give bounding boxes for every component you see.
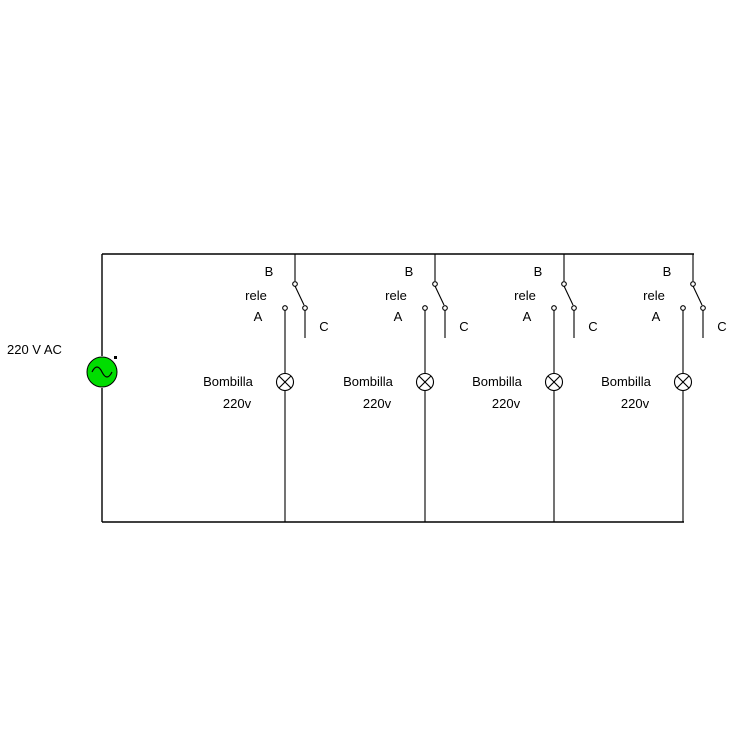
lamp-label: Bombilla [343,374,394,389]
relay-contact-c [571,305,577,311]
relay-contact-c [302,305,308,311]
relay-a-label: A [523,309,532,324]
lamp-icon [275,372,295,392]
relay-contact-a [680,305,686,311]
relay-a-label: A [652,309,661,324]
lamp-icon [544,372,564,392]
source-label: 220 V AC [7,342,62,357]
lamp-icon [673,372,693,392]
lamp-cross-stroke [547,375,561,389]
lamp-cross-stroke [676,375,690,389]
relay-contact-b [432,281,438,287]
lamp-label: Bombilla [203,374,254,389]
lamp-cross-stroke [278,375,292,389]
relay-b-label: B [663,264,672,279]
relay-contact-b [690,281,696,287]
branch-3: B rele A C Bombilla 220v [472,254,598,522]
lamp-voltage-label: 220v [363,396,392,411]
relay-b-label: B [534,264,543,279]
branch-4: B rele A C Bombilla 220v [601,254,727,522]
polarity-marker [114,356,117,359]
branch-2: B rele A C Bombilla 220v [343,254,469,522]
relay-contact-a [551,305,557,311]
lamp-label: Bombilla [472,374,523,389]
relay-c-label: C [459,319,468,334]
relay-contact-a [282,305,288,311]
relay-switch-blade-icon [434,285,445,306]
relay-a-label: A [394,309,403,324]
relay-c-label: C [588,319,597,334]
relay-label: rele [514,288,536,303]
relay-contact-a [422,305,428,311]
relay-switch-blade-icon [563,285,574,306]
lamp-voltage-label: 220v [621,396,650,411]
relay-label: rele [245,288,267,303]
sine-wave-icon [91,366,113,378]
lamp-cross-stroke [418,375,432,389]
relay-contact-c [700,305,706,311]
branch-1: B rele A C Bombilla 220v [203,254,329,522]
relay-switch-blade-icon [294,285,305,306]
relay-switch-blade-icon [692,285,703,306]
ac-voltage-source [86,356,118,388]
lamp-voltage-label: 220v [492,396,521,411]
relay-a-label: A [254,309,263,324]
relay-c-label: C [319,319,328,334]
relay-label: rele [385,288,407,303]
relay-contact-b [292,281,298,287]
lamp-icon [415,372,435,392]
lamp-voltage-label: 220v [223,396,252,411]
relay-contact-c [442,305,448,311]
relay-label: rele [643,288,665,303]
relay-b-label: B [265,264,274,279]
lamp-label: Bombilla [601,374,652,389]
relay-b-label: B [405,264,414,279]
relay-contact-b [561,281,567,287]
relay-c-label: C [717,319,726,334]
